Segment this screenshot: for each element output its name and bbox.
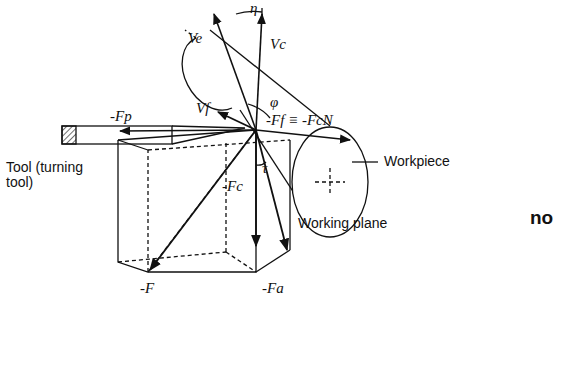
velocity-label: Vf <box>196 100 209 117</box>
force-label: -Fp <box>110 108 132 125</box>
velocity-label: Ve <box>188 30 202 47</box>
angle-label: τ <box>262 160 267 177</box>
plane-label: Working plane <box>298 216 387 231</box>
angle-label: η <box>250 0 257 17</box>
force-label: -F <box>140 280 154 297</box>
part-name: Workpiece <box>384 154 450 169</box>
force-label: -Fc <box>222 178 243 195</box>
force-label: -Fa <box>262 280 284 297</box>
force-label: -Ff ≡ -FcN <box>266 112 333 129</box>
angle-label: φ <box>270 94 278 111</box>
cut-off-text: no <box>530 208 553 229</box>
part-name: Tool (turning tool) <box>6 160 106 191</box>
velocity-label: Vc <box>270 36 286 53</box>
